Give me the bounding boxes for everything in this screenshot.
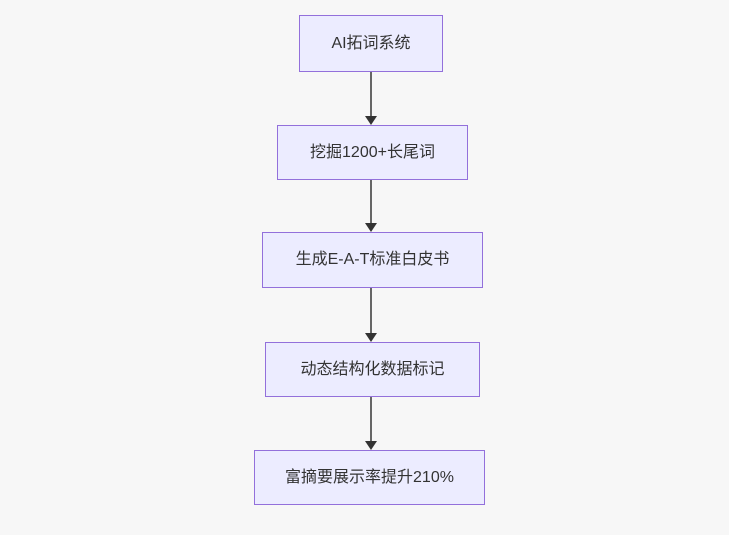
flowchart-node-longtail-mining: 挖掘1200+长尾词 — [277, 125, 468, 180]
flowchart-edge-4 — [364, 397, 378, 450]
arrow-head-icon — [365, 333, 377, 342]
arrow-line — [370, 72, 372, 118]
arrow-head-icon — [365, 223, 377, 232]
flowchart-node-ai-word-system: AI拓词系统 — [299, 15, 443, 72]
node-label: AI拓词系统 — [331, 34, 411, 52]
node-label: 动态结构化数据标记 — [300, 360, 445, 378]
arrow-line — [370, 180, 372, 225]
arrow-line — [370, 397, 372, 443]
arrow-head-icon — [365, 441, 377, 450]
node-label: 挖掘1200+长尾词 — [310, 143, 435, 161]
flowchart-edge-2 — [364, 180, 378, 232]
flowchart-node-rich-snippet-result: 富摘要展示率提升210% — [254, 450, 485, 505]
flowchart-edge-1 — [364, 72, 378, 125]
node-label: 生成E-A-T标准白皮书 — [295, 251, 450, 269]
flowchart-node-eat-whitepaper: 生成E-A-T标准白皮书 — [262, 232, 483, 288]
arrow-line — [370, 288, 372, 335]
flowchart-edge-3 — [364, 288, 378, 342]
arrow-head-icon — [365, 116, 377, 125]
flowchart-node-structured-data: 动态结构化数据标记 — [265, 342, 480, 397]
node-label: 富摘要展示率提升210% — [285, 468, 454, 486]
